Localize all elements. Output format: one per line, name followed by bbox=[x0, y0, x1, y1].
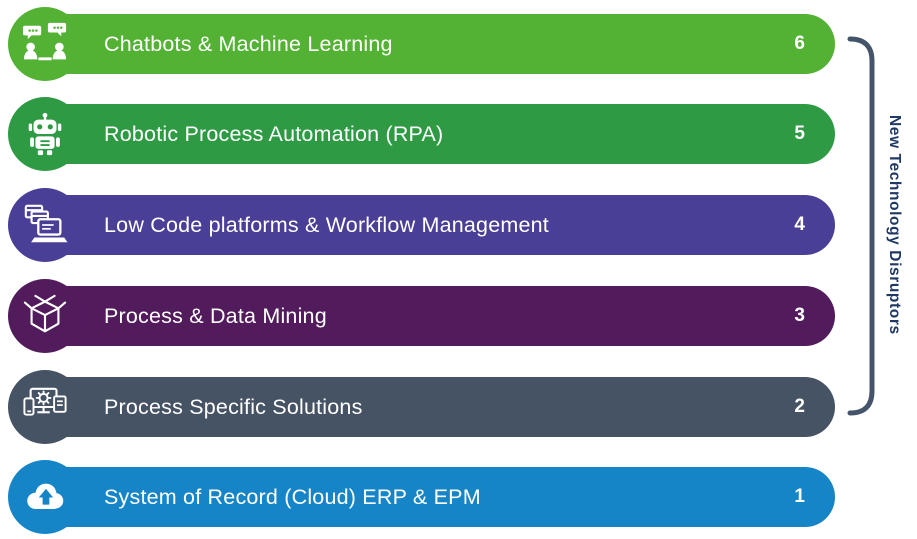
bar-number: 1 bbox=[794, 486, 805, 507]
bar-icon-circle bbox=[8, 7, 82, 81]
devices-gear-icon bbox=[23, 387, 67, 416]
bar-label: Chatbots & Machine Learning bbox=[104, 31, 393, 56]
bar-chatbots-machine-learning: Chatbots & Machine Learning 6 bbox=[8, 7, 835, 81]
open-box-icon bbox=[23, 294, 67, 333]
cloud-upload-icon bbox=[27, 483, 64, 509]
bar-label: Process & Data Mining bbox=[104, 303, 327, 328]
bar-low-code-workflow: Low Code platforms & Workflow Management… bbox=[8, 188, 835, 262]
robot-icon bbox=[28, 112, 62, 156]
bar-icon-circle bbox=[8, 188, 82, 262]
bar-number: 2 bbox=[794, 396, 805, 417]
bar-icon-circle bbox=[8, 460, 82, 534]
bar-number: 5 bbox=[794, 123, 805, 144]
bar-label: Process Specific Solutions bbox=[104, 394, 363, 419]
bar-label: Robotic Process Automation (RPA) bbox=[104, 121, 444, 146]
bar-number: 6 bbox=[794, 33, 805, 54]
bar-icon-circle bbox=[8, 97, 82, 171]
bar-icon-circle bbox=[8, 370, 82, 444]
bar-process-specific-solutions: Process Specific Solutions 2 bbox=[8, 370, 835, 444]
bar-system-of-record: System of Record (Cloud) ERP & EPM 1 bbox=[8, 460, 835, 534]
group-bracket bbox=[847, 36, 875, 416]
bar-process-data-mining: Process & Data Mining 3 bbox=[8, 279, 835, 353]
bracket-label: New Technology Disruptors bbox=[886, 115, 903, 335]
bar-number: 3 bbox=[794, 305, 805, 326]
bar-label: System of Record (Cloud) ERP & EPM bbox=[104, 484, 481, 509]
bar-label: Low Code platforms & Workflow Management bbox=[104, 212, 549, 237]
bar-icon-circle bbox=[8, 279, 82, 353]
bar-number: 4 bbox=[794, 214, 805, 235]
bar-robotic-process-automation: Robotic Process Automation (RPA) 5 bbox=[8, 97, 835, 171]
low-code-laptop-icon bbox=[24, 204, 68, 243]
chatbots-machine-learning-icon bbox=[22, 22, 67, 61]
